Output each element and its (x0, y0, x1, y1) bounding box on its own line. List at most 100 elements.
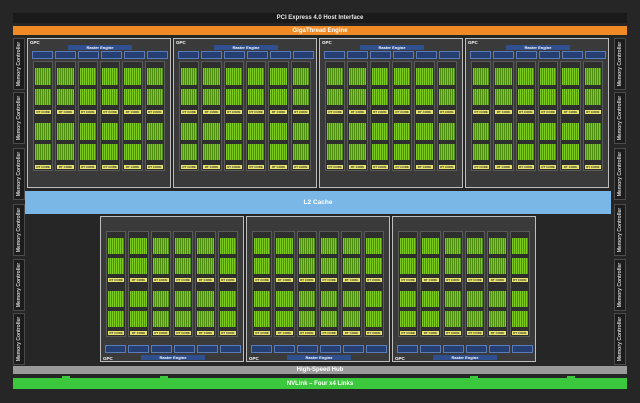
cuda-core-block (146, 143, 163, 161)
memory-controller-label: Memory Controller (16, 95, 23, 141)
cuda-core-block (79, 88, 96, 106)
cuda-core-block (327, 88, 344, 106)
cuda-core-block (394, 88, 411, 106)
rt-core: RT CORE (365, 331, 382, 335)
cuda-core-block (422, 311, 439, 328)
cuda-core-block (146, 123, 163, 140)
pcie-host-interface: PCI Express 4.0 Host Interface (13, 13, 627, 23)
cuda-core-block (248, 88, 265, 106)
tpc-header-strip (470, 51, 606, 59)
rt-core: RT CORE (35, 110, 52, 114)
cuda-core-block (327, 68, 344, 85)
rt-core: RT CORE (175, 331, 192, 335)
rt-core: RT CORE (511, 331, 528, 335)
cuda-core-block (495, 143, 512, 161)
cuda-core-block (517, 88, 534, 106)
rt-core: RT CORE (108, 331, 125, 335)
cuda-core-block (422, 258, 439, 275)
cuda-core-block (57, 88, 74, 106)
cuda-core-block (473, 68, 490, 85)
rt-core: RT CORE (365, 278, 382, 282)
rt-core: RT CORE (225, 110, 242, 114)
cuda-core-block (540, 88, 557, 106)
tpc-header (466, 345, 487, 353)
rt-core: RT CORE (35, 165, 52, 169)
memory-controller-label: Memory Controller (16, 151, 23, 197)
rt-core: RT CORE (321, 278, 338, 282)
cuda-core-block (562, 143, 579, 161)
rt-core: RT CORE (292, 165, 309, 169)
tpc-header (297, 345, 318, 353)
rt-core: RT CORE (371, 165, 388, 169)
tpc-header (55, 51, 76, 59)
rt-core: RT CORE (203, 110, 220, 114)
cuda-core-block (394, 123, 411, 140)
cuda-core-block (102, 88, 119, 106)
sm-column: RT CORE RT CORE (33, 61, 54, 171)
cuda-core-block (400, 291, 417, 307)
tpc-header (251, 345, 272, 353)
cuda-core-block (562, 123, 579, 140)
cuda-core-block (108, 258, 125, 275)
cuda-core-block (584, 143, 601, 161)
tpc-header (147, 51, 168, 59)
cuda-core-block (365, 258, 382, 275)
cuda-core-block (517, 123, 534, 140)
rt-core: RT CORE (371, 110, 388, 114)
cuda-core-block (108, 291, 125, 307)
memory-controller: Memory Controller (13, 259, 25, 311)
cuda-core-block (57, 143, 74, 161)
rt-core: RT CORE (562, 165, 579, 169)
cuda-core-block (152, 311, 169, 328)
cuda-core-block (146, 88, 163, 106)
gpc-label: GPC (468, 40, 478, 45)
gpc-label: GPC (322, 40, 332, 45)
tpc-header (416, 51, 437, 59)
cuda-core-block (489, 311, 506, 328)
cuda-core-block (540, 123, 557, 140)
cuda-core-block (321, 291, 338, 307)
cuda-core-block (495, 68, 512, 85)
rt-core: RT CORE (248, 110, 265, 114)
tpc-header (320, 345, 341, 353)
tpc-header (562, 51, 583, 59)
cuda-core-block (197, 258, 214, 275)
l2-cache: L2 Cache (25, 191, 611, 214)
tpc-header-strip (32, 51, 168, 59)
cuda-core-block (422, 238, 439, 254)
cuda-core-block (270, 123, 287, 140)
rt-core: RT CORE (495, 110, 512, 114)
cuda-core-block (416, 123, 433, 140)
cuda-core-block (181, 88, 198, 106)
tpc-header (585, 51, 606, 59)
memory-controller-label: Memory Controller (617, 151, 624, 197)
rt-core: RT CORE (181, 110, 198, 114)
rt-core: RT CORE (422, 331, 439, 335)
rt-core: RT CORE (511, 278, 528, 282)
cuda-core-block (35, 123, 52, 140)
cuda-core-block (511, 311, 528, 328)
rt-core: RT CORE (270, 110, 287, 114)
rt-core: RT CORE (327, 110, 344, 114)
tpc-header (274, 345, 295, 353)
rt-core: RT CORE (152, 278, 169, 282)
rt-core: RT CORE (130, 331, 147, 335)
rt-core: RT CORE (79, 165, 96, 169)
cuda-core-block (130, 311, 147, 328)
rt-core: RT CORE (219, 331, 236, 335)
